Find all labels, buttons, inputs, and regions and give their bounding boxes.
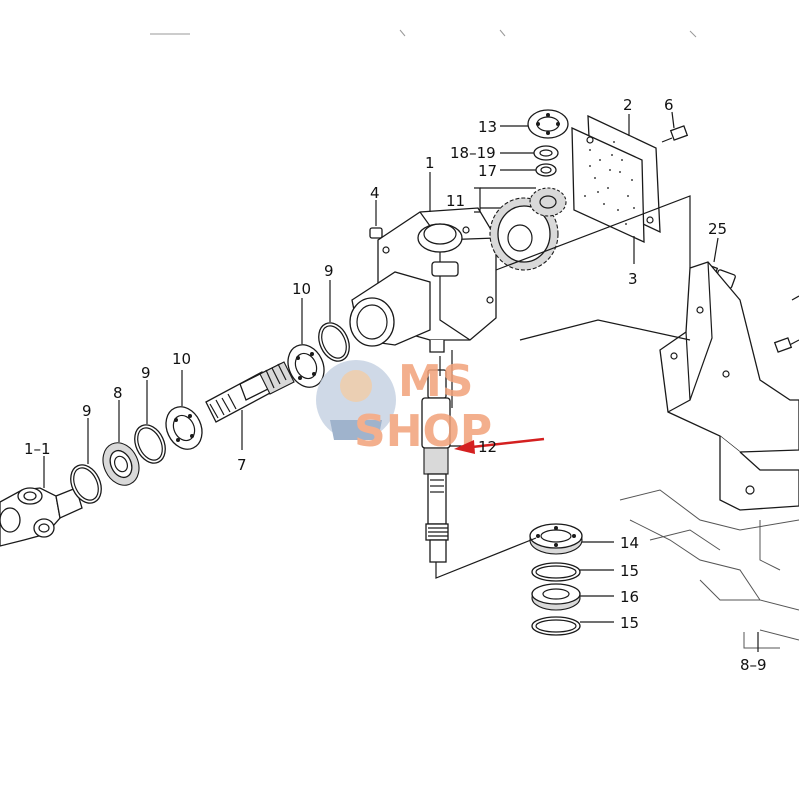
circlip-part-9-left — [70, 464, 102, 504]
universal-joint-1-1 — [0, 487, 83, 547]
label-part-15-upper: 15 — [620, 562, 639, 580]
circlip-part-9-mid — [134, 424, 166, 464]
ms-shop-watermark: MS SHOP — [316, 356, 492, 457]
bearing-part-13 — [527, 109, 569, 139]
label-part-1-1: 1–1 — [24, 440, 51, 458]
bolt-part-6 — [661, 125, 689, 143]
label-part-7: 7 — [237, 456, 247, 474]
label-part-6: 6 — [664, 96, 674, 114]
input-shaft-part-7 — [205, 361, 295, 423]
label-part-12: 12 — [478, 438, 497, 456]
gear-part-11 — [489, 187, 567, 271]
circlip-inner-15-upper — [535, 565, 577, 579]
label-part-9-mid: 9 — [141, 364, 151, 382]
output-shaft-part-12 — [421, 369, 451, 563]
bearing-part-10-right — [287, 344, 325, 388]
label-part-10-upper: 10 — [292, 280, 311, 298]
ring-part-17 — [535, 163, 557, 177]
label-part-11: 11 — [446, 192, 465, 210]
frame-background — [619, 489, 799, 649]
label-part-2: 2 — [623, 96, 633, 114]
seal-part-8 — [102, 442, 140, 486]
header-marks — [150, 29, 697, 38]
label-part-8-9: 8–9 — [740, 656, 767, 674]
screw-part-4 — [369, 227, 383, 239]
bearing-part-10-left — [165, 406, 203, 450]
cover-plate — [571, 114, 661, 244]
label-part-9-upper: 9 — [324, 262, 334, 280]
label-part-16: 16 — [620, 588, 639, 606]
label-part-1: 1 — [425, 154, 435, 172]
washer-inner-19 — [539, 149, 553, 157]
seal-part-16 — [531, 583, 581, 611]
label-part-8: 8 — [113, 384, 123, 402]
label-part-25: 25 — [708, 220, 727, 238]
red-arrow-pointer — [454, 437, 545, 454]
label-part-10-lower: 10 — [172, 350, 191, 368]
assembly-lines — [43, 111, 759, 652]
label-part-9-left: 9 — [82, 402, 92, 420]
label-part-3: 3 — [628, 270, 638, 288]
label-part-15-lower: 15 — [620, 614, 639, 632]
circlip-inner-15-lower — [535, 619, 577, 633]
washer-part-19 — [533, 145, 559, 161]
label-part-13: 13 — [478, 118, 497, 136]
bearing-part-14 — [529, 523, 583, 555]
label-part-14: 14 — [620, 534, 639, 552]
watermark-line-1: MS — [398, 356, 473, 407]
label-part-4: 4 — [370, 184, 380, 202]
label-part-18-19: 18–19 — [450, 144, 496, 162]
label-part-17: 17 — [478, 162, 497, 180]
mounting-bracket — [659, 261, 799, 511]
ring-inner-17 — [540, 166, 552, 174]
gear-housing — [349, 207, 497, 353]
circlip-part-9-right — [318, 322, 350, 362]
